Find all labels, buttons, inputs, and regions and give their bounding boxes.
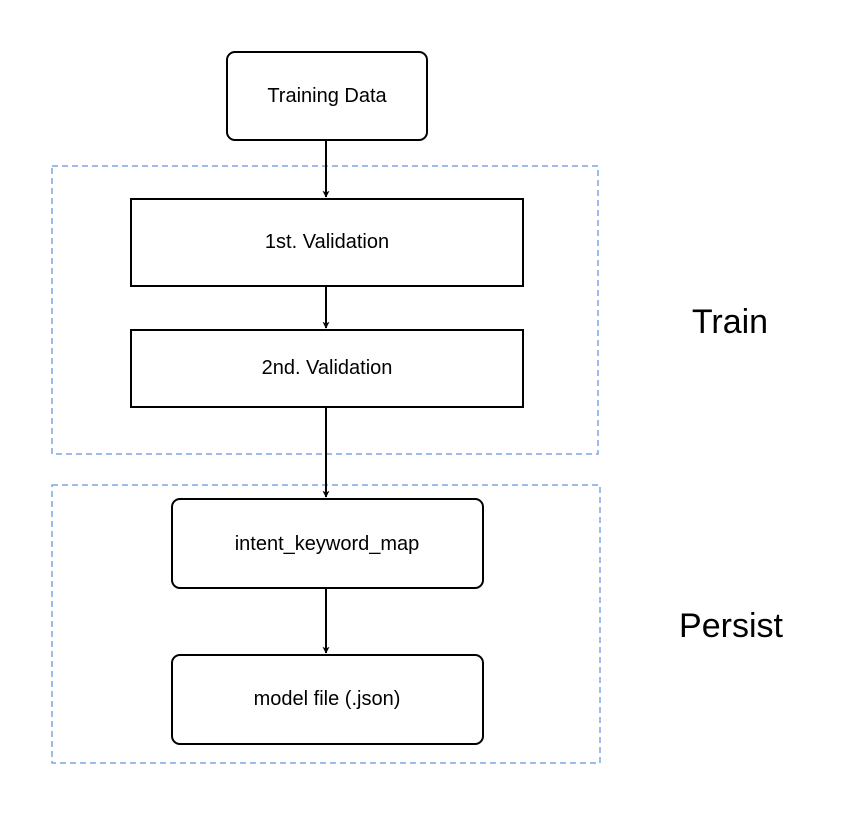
node-validation-1-label: 1st. Validation: [265, 231, 389, 253]
node-model-file-label: model file (.json): [254, 688, 401, 710]
node-intent-keyword-map-box: [171, 498, 484, 589]
node-intent-keyword-map: intent_keyword_map: [171, 498, 484, 589]
train-group-label: Train: [692, 303, 768, 341]
node-validation-2-label: 2nd. Validation: [262, 357, 393, 379]
node-training-data: Training Data: [226, 51, 428, 141]
node-model-file-box: [171, 654, 484, 745]
node-model-file: model file (.json): [171, 654, 484, 745]
persist-group-label: Persist: [679, 607, 783, 645]
node-intent-keyword-map-label: intent_keyword_map: [235, 533, 420, 555]
node-validation-2-box: [130, 329, 524, 408]
node-training-data-label: Training Data: [267, 85, 387, 107]
node-validation-2: 2nd. Validation: [130, 329, 524, 408]
node-validation-1: 1st. Validation: [130, 198, 524, 287]
node-training-data-box: [226, 51, 428, 141]
node-validation-1-box: [130, 198, 524, 287]
